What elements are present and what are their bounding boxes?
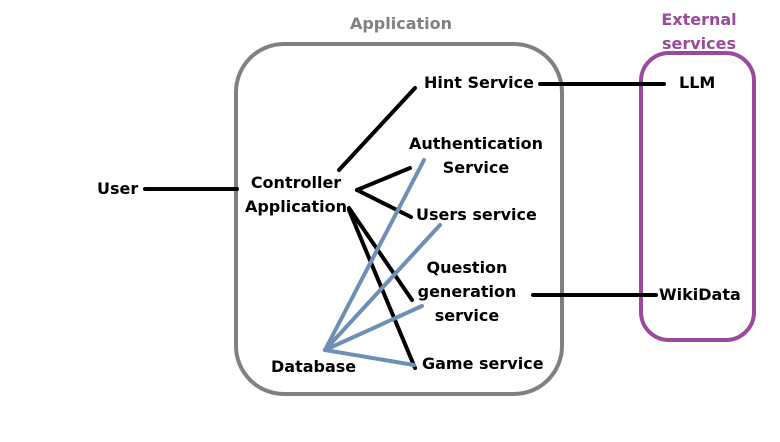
edge-database-game [323,348,416,367]
database-node: Database [271,357,357,376]
edge-controller-auth [355,166,412,192]
database-connections [323,158,442,367]
question-generation-service-node: Question generation service [408,256,526,328]
edge-controller-users [355,188,413,219]
authentication-label-line2: Service [442,158,510,177]
external-services-title-line2: services [661,34,737,53]
wikidata-node: WikiData [659,285,741,304]
controller-label-line1: Controller [250,173,342,192]
edge-database-users [323,223,442,352]
edge-database-auth [323,158,426,352]
authentication-service-node: Authentication Service [406,132,546,180]
application-boundary [234,42,564,396]
authentication-label-line1: Authentication [409,134,543,153]
llm-node: LLM [679,73,716,92]
question-label-line3: service [434,306,500,325]
controller-label-line2: Application [244,197,348,216]
edge-controller-question [347,206,414,302]
edge-database-question [323,304,424,352]
application-title: Application [349,14,453,33]
question-label-line1: Question [426,258,508,277]
external-services-title: External services [640,8,758,56]
black-connections [143,82,666,370]
external-services-title-line1: External [661,10,737,29]
question-label-line2: generation [417,282,517,301]
game-service-node: Game service [422,354,544,373]
controller-application-node: Controller Application [236,171,356,219]
external-services-boundary [639,51,756,342]
user-node: User [97,179,139,198]
edge-controller-hint [337,86,417,172]
hint-service-node: Hint Service [424,73,534,92]
users-service-node: Users service [416,205,537,224]
